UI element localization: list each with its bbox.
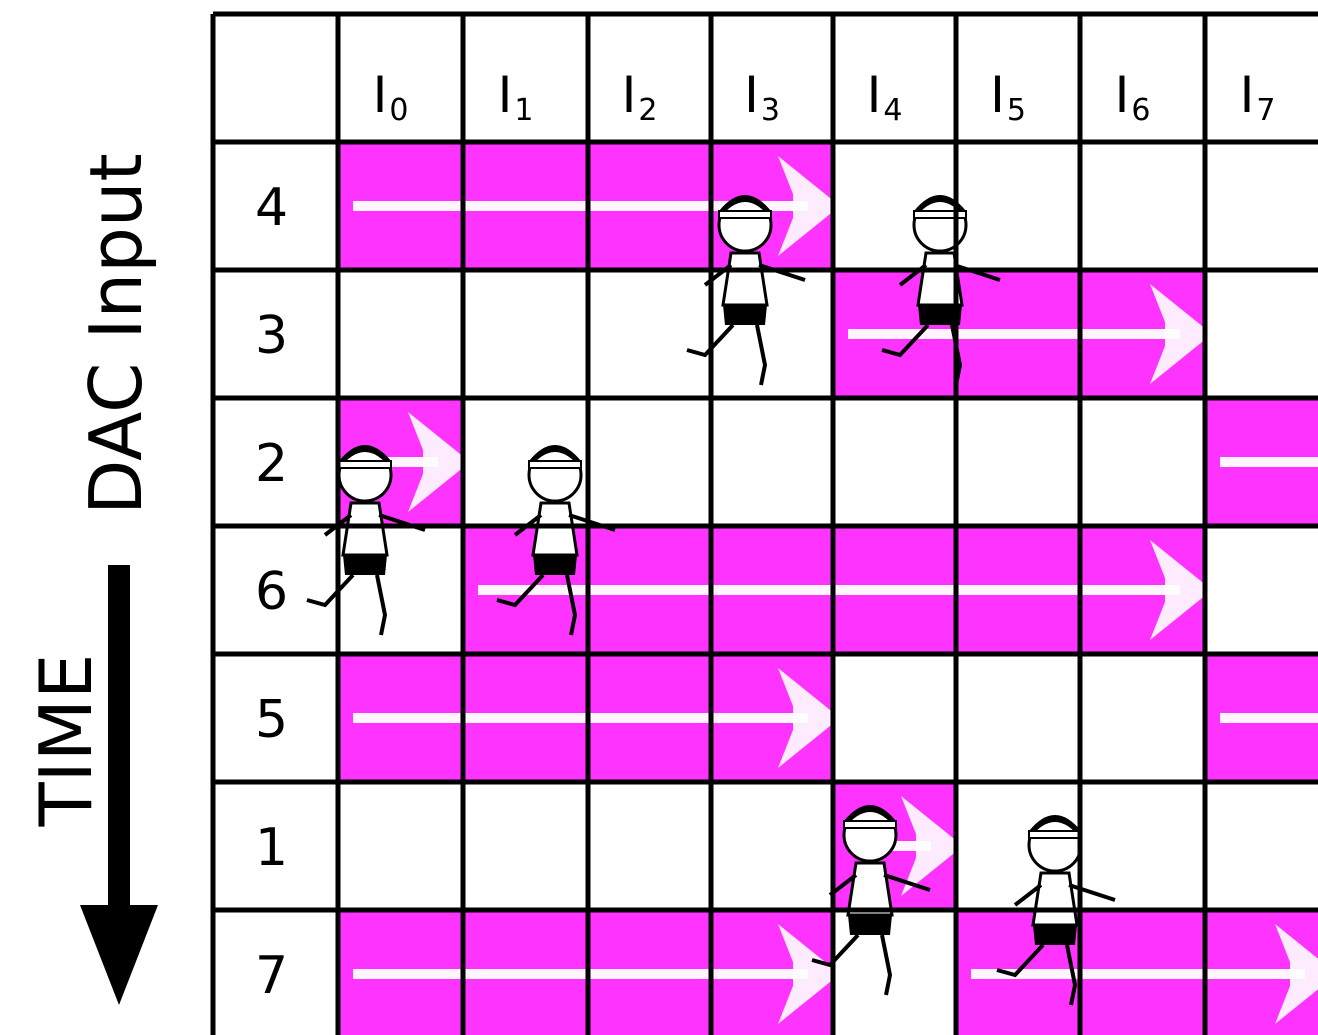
- bit-cell: [833, 398, 956, 526]
- bit-cell: [956, 142, 1080, 270]
- bit-cell: [588, 270, 711, 398]
- dac-input-value: 7: [255, 946, 288, 1006]
- column-header: I2: [622, 66, 658, 128]
- bit-cell: [1080, 782, 1205, 910]
- bit-cell: [338, 782, 463, 910]
- bit-cell: [956, 398, 1080, 526]
- column-header: I4: [867, 66, 903, 128]
- dac-input-value: 1: [255, 818, 288, 878]
- chalk-arrow-icon: [1220, 713, 1318, 723]
- chalk-arrow-icon: [1220, 457, 1318, 467]
- column-header: I3: [744, 66, 780, 128]
- dac-input-value: 2: [255, 434, 288, 494]
- column-header: I6: [1115, 66, 1151, 128]
- bit-cell: [588, 782, 711, 910]
- bit-cell: [711, 398, 833, 526]
- bit-cell: [463, 782, 588, 910]
- column-header: I1: [498, 66, 534, 128]
- dac-input-value: 5: [255, 690, 288, 750]
- bit-cell: [1080, 142, 1205, 270]
- bit-cell: [588, 398, 711, 526]
- bit-cell: [1205, 782, 1318, 910]
- bit-cell: [463, 270, 588, 398]
- dac-input-value: 3: [255, 306, 288, 366]
- bit-cell: [1080, 654, 1205, 782]
- dac-input-value: 4: [255, 178, 288, 238]
- bit-cell: [1205, 142, 1318, 270]
- bit-cell: [711, 782, 833, 910]
- column-header: I0: [373, 66, 409, 128]
- bit-cell: [1205, 526, 1318, 654]
- bit-cell: [1205, 270, 1318, 398]
- column-header: I7: [1240, 66, 1276, 128]
- bit-cell: [833, 654, 956, 782]
- bit-cell: [338, 270, 463, 398]
- bit-cell: [1080, 398, 1205, 526]
- dac-input-value: 6: [255, 562, 288, 622]
- column-header: I5: [990, 66, 1026, 128]
- bit-cell: [956, 654, 1080, 782]
